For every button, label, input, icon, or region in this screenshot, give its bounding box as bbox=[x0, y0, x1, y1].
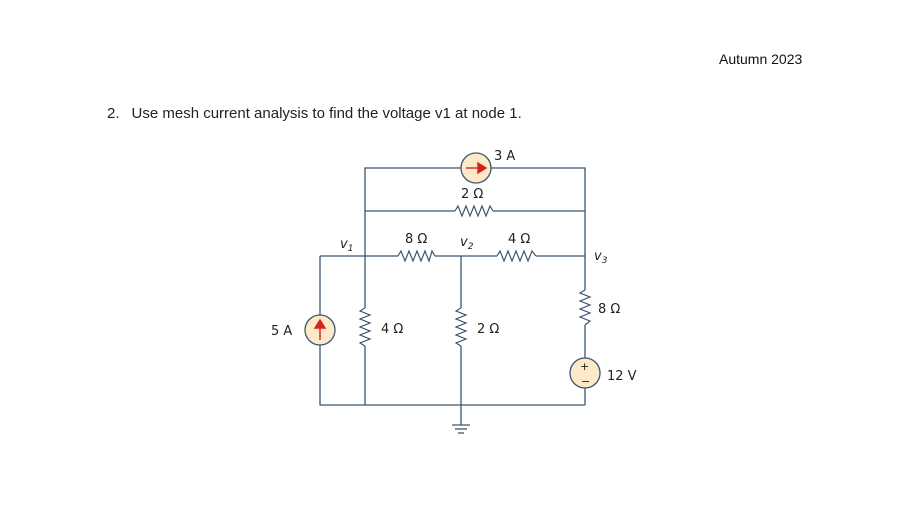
node-v2-label: v2 bbox=[460, 235, 474, 252]
resistor-4ohm-vertical bbox=[358, 307, 372, 347]
node-v1-label: v1 bbox=[340, 237, 353, 254]
resistor-8ohm-left bbox=[397, 249, 436, 263]
label-2ohm-vertical: 2 Ω bbox=[477, 322, 499, 337]
resistor-4ohm-right bbox=[496, 249, 537, 263]
label-8ohm-right: 8 Ω bbox=[598, 302, 620, 317]
label-4ohm-vertical: 4 Ω bbox=[381, 322, 403, 337]
label-3a: 3 A bbox=[494, 149, 515, 164]
question-body: Use mesh current analysis to find the vo… bbox=[131, 105, 522, 122]
ground-icon bbox=[452, 424, 470, 434]
resistor-8ohm-right bbox=[578, 289, 592, 326]
node-v3-label: v3 bbox=[594, 249, 608, 266]
plus-sign: + bbox=[580, 360, 589, 373]
question-text: 2. Use mesh current analysis to find the … bbox=[107, 105, 522, 122]
label-2ohm-top: 2 Ω bbox=[461, 187, 483, 202]
minus-sign: − bbox=[581, 375, 590, 388]
term-label: Autumn 2023 bbox=[719, 51, 803, 67]
wire-top-loop bbox=[364, 167, 586, 256]
label-5a: 5 A bbox=[271, 324, 292, 339]
label-12v: 12 V bbox=[607, 369, 637, 384]
wire-left-source bbox=[319, 256, 585, 406]
label-8ohm-left: 8 Ω bbox=[405, 232, 427, 247]
question-number: 2. bbox=[107, 105, 120, 122]
voltage-source-12v bbox=[569, 357, 601, 389]
resistor-2ohm-vertical bbox=[454, 307, 468, 347]
resistor-2ohm-top bbox=[454, 204, 494, 218]
label-4ohm-right: 4 Ω bbox=[508, 232, 530, 247]
